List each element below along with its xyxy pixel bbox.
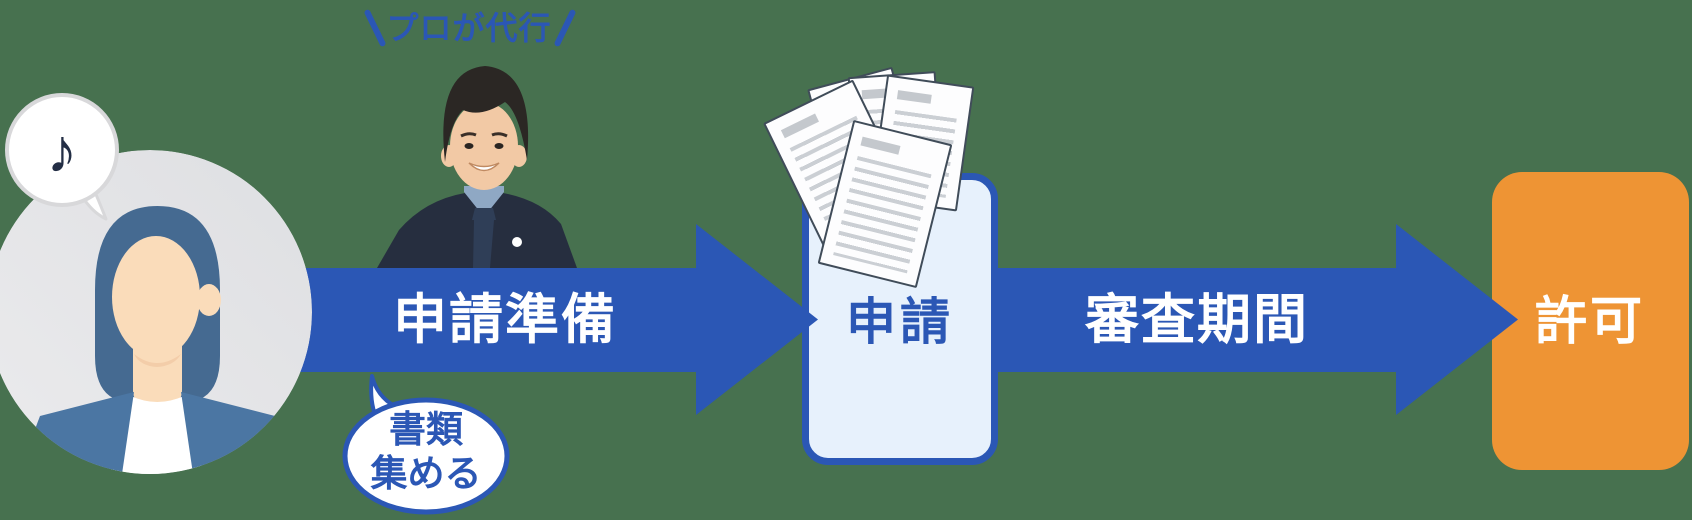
bubble-ellipse bbox=[342, 397, 510, 515]
music-note-bubble: ♪ bbox=[0, 90, 130, 225]
consultant-illustration bbox=[377, 66, 577, 268]
consultant-collar bbox=[464, 186, 504, 217]
step-permit-label: 許可 bbox=[1534, 293, 1645, 351]
consultant-eye-left bbox=[464, 143, 474, 149]
music-note-icon: ♪ bbox=[47, 117, 78, 186]
consultant-smile bbox=[468, 162, 500, 172]
documents-bubble-shape bbox=[342, 374, 510, 515]
lapel-pin-icon bbox=[512, 237, 522, 247]
avatar-ear bbox=[197, 284, 221, 316]
pro-badge-label: プロが代行 bbox=[386, 10, 552, 46]
consultant-tie-knot bbox=[472, 208, 496, 220]
avatar-shirt bbox=[110, 396, 204, 474]
consultant-eyebrow-left bbox=[460, 132, 477, 138]
documents-stack-icon bbox=[763, 66, 990, 294]
consultant-face bbox=[450, 102, 518, 190]
bubble-line-2: 集める bbox=[370, 453, 482, 494]
consultant-hair bbox=[443, 66, 529, 162]
documents-bubble-text: 書類 集める bbox=[343, 408, 509, 497]
step-prepare-label: 申請準備 bbox=[393, 290, 617, 350]
avatar-face bbox=[112, 236, 200, 358]
consultant-eyebrow-right bbox=[491, 132, 508, 138]
documents-speech-bubble: 書類 集める bbox=[338, 368, 524, 518]
arrow-review-body bbox=[997, 268, 1398, 372]
document-title-line bbox=[780, 113, 820, 139]
document-title-line bbox=[896, 90, 932, 104]
applicant-avatar bbox=[0, 150, 312, 474]
bubble-line-1: 書類 bbox=[389, 409, 463, 450]
music-note-bubble-shape: ♪ bbox=[5, 93, 119, 221]
consultant-eye-right bbox=[494, 143, 504, 149]
document-text-lines bbox=[833, 155, 932, 274]
bubble-circle bbox=[5, 93, 119, 207]
step-apply-label: 申請 bbox=[846, 294, 954, 350]
avatar-neck bbox=[133, 346, 182, 408]
step-review-label: 審査期間 bbox=[1085, 290, 1309, 350]
permit-box bbox=[1492, 172, 1689, 470]
consultant-photo bbox=[365, 62, 587, 268]
avatar-chin-shadow bbox=[134, 354, 181, 367]
consultant-tie bbox=[473, 220, 494, 268]
applicant-avatar-illustration bbox=[0, 150, 312, 474]
document-title-line bbox=[860, 136, 901, 155]
